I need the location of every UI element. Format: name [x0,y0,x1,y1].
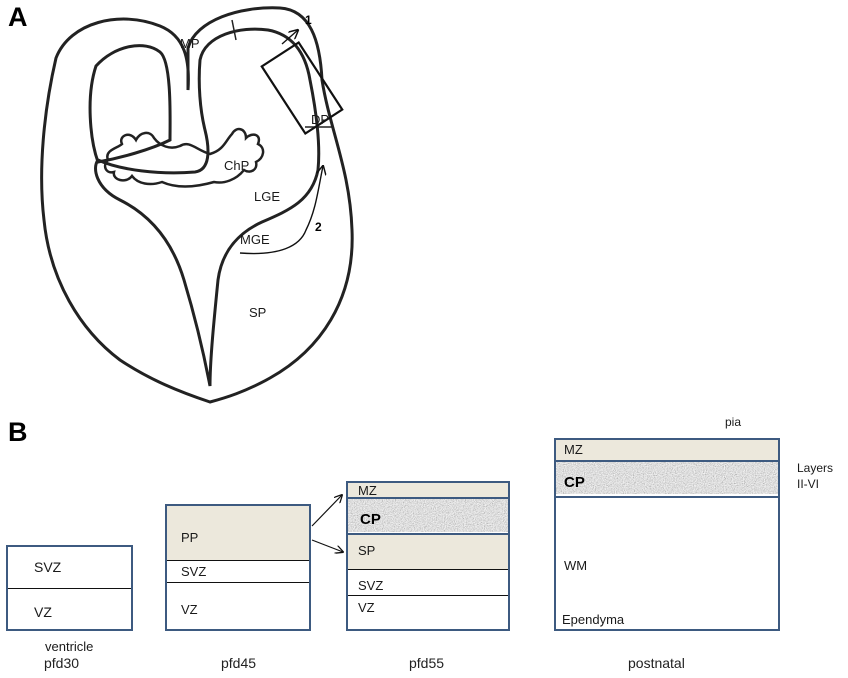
zone-vz: VZ [358,600,375,615]
zone-vz: VZ [181,602,198,617]
mge-label: MGE [240,232,270,247]
zone-wm: WM [564,558,587,573]
layers-label: Layers [797,461,833,475]
dp-label: DP [311,112,329,127]
stage-box-postnatal: MZ CP WM Ependyma [554,438,780,631]
sp-label: SP [249,305,266,320]
stage-box-pfd30: SVZ VZ [6,545,133,631]
zone-vz: VZ [34,604,52,620]
ventricle-label: ventricle [45,639,93,654]
zone-svz: SVZ [358,578,383,593]
zone-cp: CP [564,474,585,491]
zone-svz: SVZ [181,564,206,579]
zone-svz: SVZ [34,559,61,575]
zone-mz: MZ [564,442,583,457]
zone-pp: PP [181,530,198,545]
stage-label-postnatal: postnatal [628,655,685,671]
zone-cp: CP [360,511,381,528]
stage-label-pfd30: pfd30 [44,655,79,671]
chp-label: ChP [224,158,249,173]
pia-label: pia [725,415,741,429]
layers-range-label: II-VI [797,477,819,491]
stage-box-pfd45: PP SVZ VZ [165,504,311,631]
ventricle-outline [90,46,170,162]
arrow-1-label: 1 [305,13,312,27]
mp-label: MP [180,36,200,51]
zone-ependyma: Ependyma [562,612,624,627]
stage-label-pfd55: pfd55 [409,655,444,671]
ventricle-right-outline [96,29,319,386]
lge-label: LGE [254,189,280,204]
stage-label-pfd45: pfd45 [221,655,256,671]
stage-box-pfd55: MZ CP SP SVZ VZ [346,481,510,631]
zone-mz: MZ [358,483,377,498]
arrow-2-label: 2 [315,220,322,234]
zone-sp: SP [358,543,375,558]
